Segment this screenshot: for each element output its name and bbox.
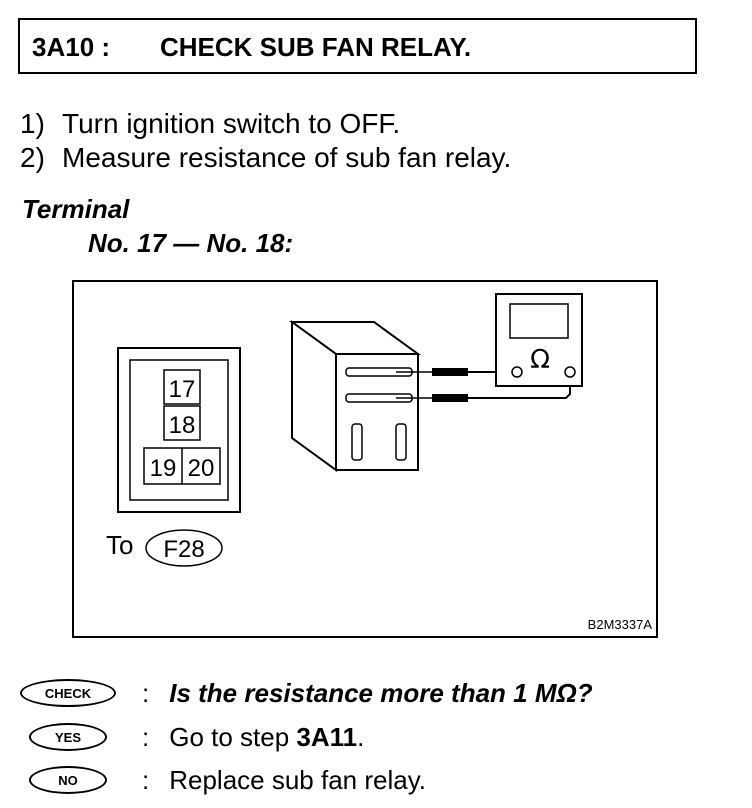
figure-code: B2M3337A: [587, 617, 652, 632]
meter-jack-1: [511, 366, 523, 378]
pin-label: 20: [188, 455, 215, 482]
no-action: Replace sub fan relay.: [169, 764, 427, 795]
measurement-figure: 17 18 19 20 F28 Ω To B2M3337A: [72, 280, 658, 638]
instruction-1: 1) Turn ignition switch to OFF.: [20, 108, 400, 140]
relay-front-face: [335, 353, 419, 471]
probe-2: [432, 394, 468, 402]
yes-action-step: 3A11: [296, 721, 358, 752]
pin-label: 18: [169, 412, 196, 439]
step-header-box: 3A10 : CHECK SUB FAN RELAY.: [18, 18, 697, 74]
yes-badge: YES: [29, 723, 107, 751]
yes-row: YES : Go to step 3A11.: [20, 719, 364, 755]
instruction-2: 2) Measure resistance of sub fan relay.: [20, 142, 511, 174]
colon: :: [142, 764, 150, 795]
instruction-text: Measure resistance of sub fan relay.: [62, 142, 512, 173]
instruction-number: 2): [20, 142, 45, 173]
relay-diagram: 17 18 19 20 F28 Ω: [117, 293, 583, 567]
to-label: To: [106, 530, 134, 560]
ohm-symbol: Ω: [530, 345, 550, 375]
yes-action-suffix: .: [357, 721, 365, 752]
pin-17-cell: [163, 369, 201, 405]
check-row: CHECK : Is the resistance more than 1 MΩ…: [20, 675, 593, 711]
step-code: 3A10 :: [32, 32, 111, 62]
colon: :: [142, 677, 150, 708]
connector-outline: [117, 347, 241, 513]
connector-id-oval: [145, 529, 223, 567]
instruction-number: 1): [20, 108, 45, 139]
check-badge: CHECK: [20, 679, 116, 707]
probe-1: [432, 368, 468, 376]
pin-18-cell: [163, 405, 201, 441]
pin-label: 17: [169, 376, 196, 403]
meter-jack-2: [564, 366, 576, 378]
colon: :: [142, 721, 150, 752]
no-row: NO : Replace sub fan relay.: [20, 762, 426, 798]
terminal-label: Terminal: [22, 194, 130, 224]
relay-terminal-19: [351, 423, 363, 461]
yes-action-prefix: Go to step: [169, 721, 297, 752]
step-title: CHECK SUB FAN RELAY.: [160, 32, 472, 62]
terminal-spec: No. 17 — No. 18:: [88, 228, 294, 258]
connector-inner: [129, 359, 229, 501]
instruction-text: Turn ignition switch to OFF.: [62, 108, 401, 139]
yes-action: Go to step 3A11.: [169, 722, 364, 753]
connector-id: F28: [163, 536, 204, 563]
pin-label: 19: [150, 455, 177, 482]
ohmmeter-display: [509, 303, 569, 339]
no-badge: NO: [29, 766, 107, 794]
check-question: Is the resistance more than 1 MΩ?: [169, 677, 593, 708]
relay-terminal-20: [395, 423, 407, 461]
